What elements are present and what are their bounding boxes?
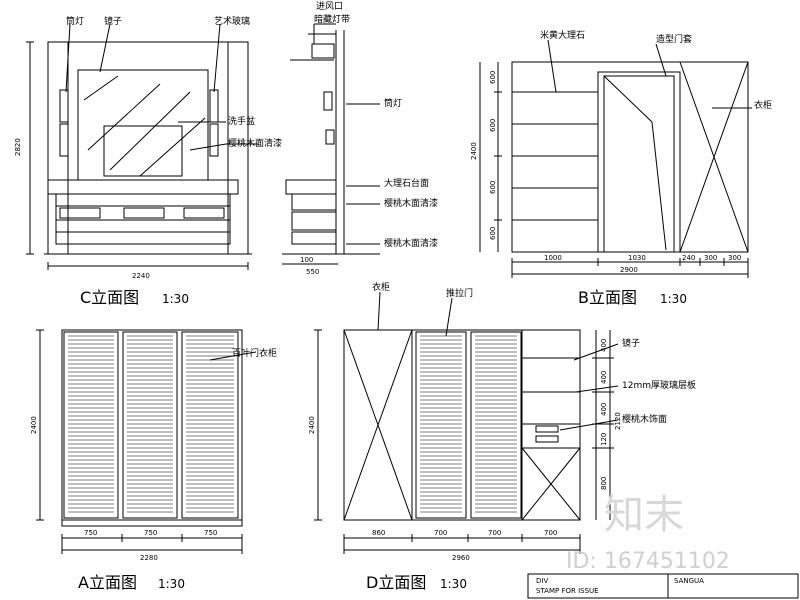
- title-block: [527, 573, 799, 599]
- title-c: C立面图: [80, 288, 139, 307]
- label-side-spotlight: 筒灯: [384, 97, 402, 109]
- label-a-louver: 百叶门衣柜: [232, 347, 277, 359]
- label-c-finish1: 樱桃木面清漆: [228, 137, 282, 149]
- dim-d-right-1: 400: [600, 339, 608, 352]
- dim-a-bottom-1: 750: [84, 529, 97, 537]
- dim-b-row-4: 600: [489, 227, 497, 240]
- title-a: A立面图: [78, 573, 137, 592]
- dim-b-bottom-2: 1030: [628, 254, 646, 262]
- dim-b-bottom-1: 1000: [544, 254, 562, 262]
- dim-b-bottom-5: 300: [728, 254, 741, 262]
- dim-d-bottom-1: 860: [372, 529, 385, 537]
- label-b-shape-door: 造型门套: [656, 33, 692, 45]
- dim-side-d2: 550: [306, 268, 319, 276]
- label-side-vent: 进风口: [316, 1, 343, 12]
- label-side-concealed-light: 暗藏灯带: [314, 13, 350, 25]
- dim-d-right-4: 120: [600, 433, 608, 446]
- dim-side-d1: 100: [300, 256, 313, 264]
- elevation-a: [36, 329, 257, 554]
- title-d: D立面图: [366, 573, 426, 592]
- dim-a-height: 2400: [30, 416, 38, 434]
- label-b-wardrobe: 衣柜: [754, 99, 772, 111]
- label-side-finish1: 樱桃木面清漆: [384, 197, 438, 209]
- label-c-art-glass: 艺术玻璃: [214, 15, 250, 27]
- dim-a-bottom-2: 750: [144, 529, 157, 537]
- scale-b: 1:30: [660, 292, 687, 306]
- label-d-glass-shelf: 12mm厚玻璃层板: [622, 379, 696, 391]
- label-b-marble: 米黄大理石: [540, 29, 585, 41]
- dim-b-bottom-3: 240: [682, 254, 695, 262]
- dim-d-right-3: 400: [600, 403, 608, 416]
- dim-d-right-5: 800: [600, 477, 608, 490]
- label-side-finish2: 樱桃木面清漆: [384, 237, 438, 249]
- dim-b-bottom-4: 300: [704, 254, 717, 262]
- dim-d-right-2: 400: [600, 371, 608, 384]
- dim-b-total: 2900: [620, 266, 638, 274]
- label-c-spotlight: 筒灯: [66, 15, 84, 27]
- dim-a-bottom-3: 750: [204, 529, 217, 537]
- label-c-mirror: 镜子: [104, 15, 122, 27]
- dim-c-width: 2240: [132, 272, 150, 280]
- elevation-b: [479, 39, 752, 278]
- dim-b-height: 2400: [470, 142, 478, 160]
- dim-d-right-total: 2120: [614, 412, 622, 430]
- label-c-basin: 洗手盆: [228, 115, 255, 127]
- elevation-c: [26, 23, 258, 270]
- scale-a: 1:30: [158, 577, 185, 591]
- titleblock-right: SANGUA: [674, 577, 704, 585]
- dim-d-bottom-4: 700: [544, 529, 557, 537]
- dim-d-total: 2960: [452, 554, 470, 562]
- watermark-logo: 知末: [604, 492, 684, 538]
- titleblock-line1: DIV: [536, 577, 548, 585]
- label-d-mirror: 镜子: [622, 337, 640, 349]
- label-d-louver: 推拉门: [446, 287, 473, 299]
- watermark-id: ID: 167451102: [566, 549, 730, 574]
- section-side: [282, 23, 380, 265]
- dim-b-row-1: 600: [489, 71, 497, 84]
- label-d-finish: 樱桃木饰面: [622, 413, 667, 425]
- dim-d-bottom-2: 700: [434, 529, 447, 537]
- label-side-marble: 大理石台面: [384, 177, 429, 189]
- title-b: B立面图: [578, 288, 637, 307]
- dim-b-row-3: 600: [489, 181, 497, 194]
- scale-d: 1:30: [440, 577, 467, 591]
- dim-b-row-2: 600: [489, 119, 497, 132]
- dim-d-bottom-3: 700: [488, 529, 501, 537]
- dim-a-total: 2280: [140, 554, 158, 562]
- scale-c: 1:30: [162, 292, 189, 306]
- dim-c-height: 2820: [14, 138, 22, 156]
- dim-d-height: 2400: [308, 416, 316, 434]
- elevation-d: [314, 291, 619, 554]
- label-d-wardrobe: 衣柜: [372, 281, 390, 293]
- titleblock-line2: STAMP FOR ISSUE: [536, 587, 599, 595]
